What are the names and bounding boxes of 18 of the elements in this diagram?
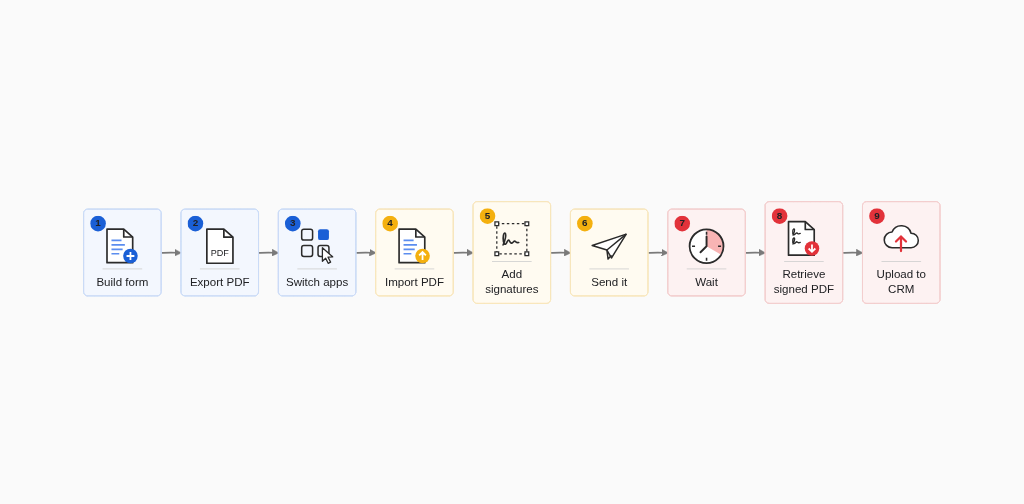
file-type-text: PDF [210,248,229,258]
arrow [842,248,864,256]
step-label: Wait [694,273,720,289]
step-label: Send it [590,273,629,289]
step-label: Retrieve signed PDF [772,266,836,297]
step-label: Switch apps [285,273,350,289]
step-label: Import PDF [384,273,446,289]
arrow [258,248,280,256]
arrow [453,248,474,256]
arrow [647,248,669,256]
arrow [745,248,767,256]
arrow [355,248,377,256]
step-label: Upload to CRM [875,266,928,297]
step-label: Export PDF [189,273,251,289]
arrow [160,248,182,256]
step-label: Add signatures [484,266,540,297]
step-label: Build form [95,273,150,289]
arrow [550,248,572,256]
